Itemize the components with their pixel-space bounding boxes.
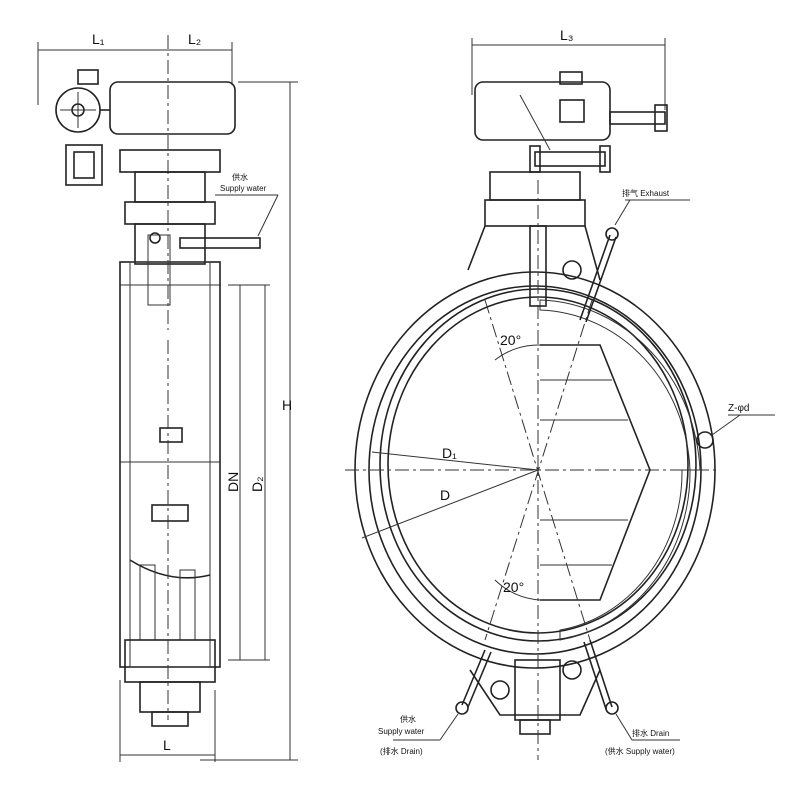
exhaust-label: 排气 Exhaust — [622, 188, 670, 198]
valve-disc — [540, 344, 651, 601]
dim-d: D — [440, 487, 450, 503]
dim-h: H — [282, 397, 292, 413]
bolt-hole — [696, 431, 714, 449]
right-supply-alt: (供水 Supply water) — [605, 746, 675, 756]
dimension-h: H — [200, 81, 298, 761]
exhaust-pipe — [579, 234, 611, 321]
left-drain-alt: (排水 Drain) — [380, 746, 423, 756]
side-view: L₁ L₂ 供水 Supply water — [37, 31, 298, 762]
left-supply-cn: 供水 — [400, 714, 416, 724]
dimension-l: L — [119, 680, 216, 762]
dim-l1: L₁ — [92, 31, 105, 47]
position-indicator — [65, 144, 103, 186]
front-gearbox — [474, 81, 611, 141]
supply-water-cn: 供水 — [232, 172, 248, 182]
left-supply-en: Supply water — [378, 727, 425, 736]
dim-d2: D₂ — [249, 476, 265, 492]
valve-body — [119, 261, 221, 668]
gearbox — [109, 81, 236, 135]
supply-water-pipe — [179, 237, 261, 249]
dimension-l1-l2: L₁ L₂ — [37, 31, 233, 330]
angle-top: 20° — [500, 332, 521, 348]
dimension-l3: L₃ — [471, 27, 666, 110]
front-view: L₃ — [345, 27, 775, 760]
dimension-dn-d2: DN D₂ — [225, 284, 270, 661]
angle-bottom: 20° — [503, 579, 524, 595]
right-drain-label: 排水 Drain — [632, 728, 669, 738]
dim-d1: D₁ — [442, 445, 457, 461]
supply-water-en: Supply water — [220, 184, 267, 193]
dim-l3: L₃ — [560, 27, 574, 43]
dim-dn: DN — [225, 472, 241, 492]
dim-l: L — [163, 737, 171, 753]
dim-l2: L₂ — [188, 31, 201, 47]
bolt-label: Z-φd — [728, 403, 749, 414]
